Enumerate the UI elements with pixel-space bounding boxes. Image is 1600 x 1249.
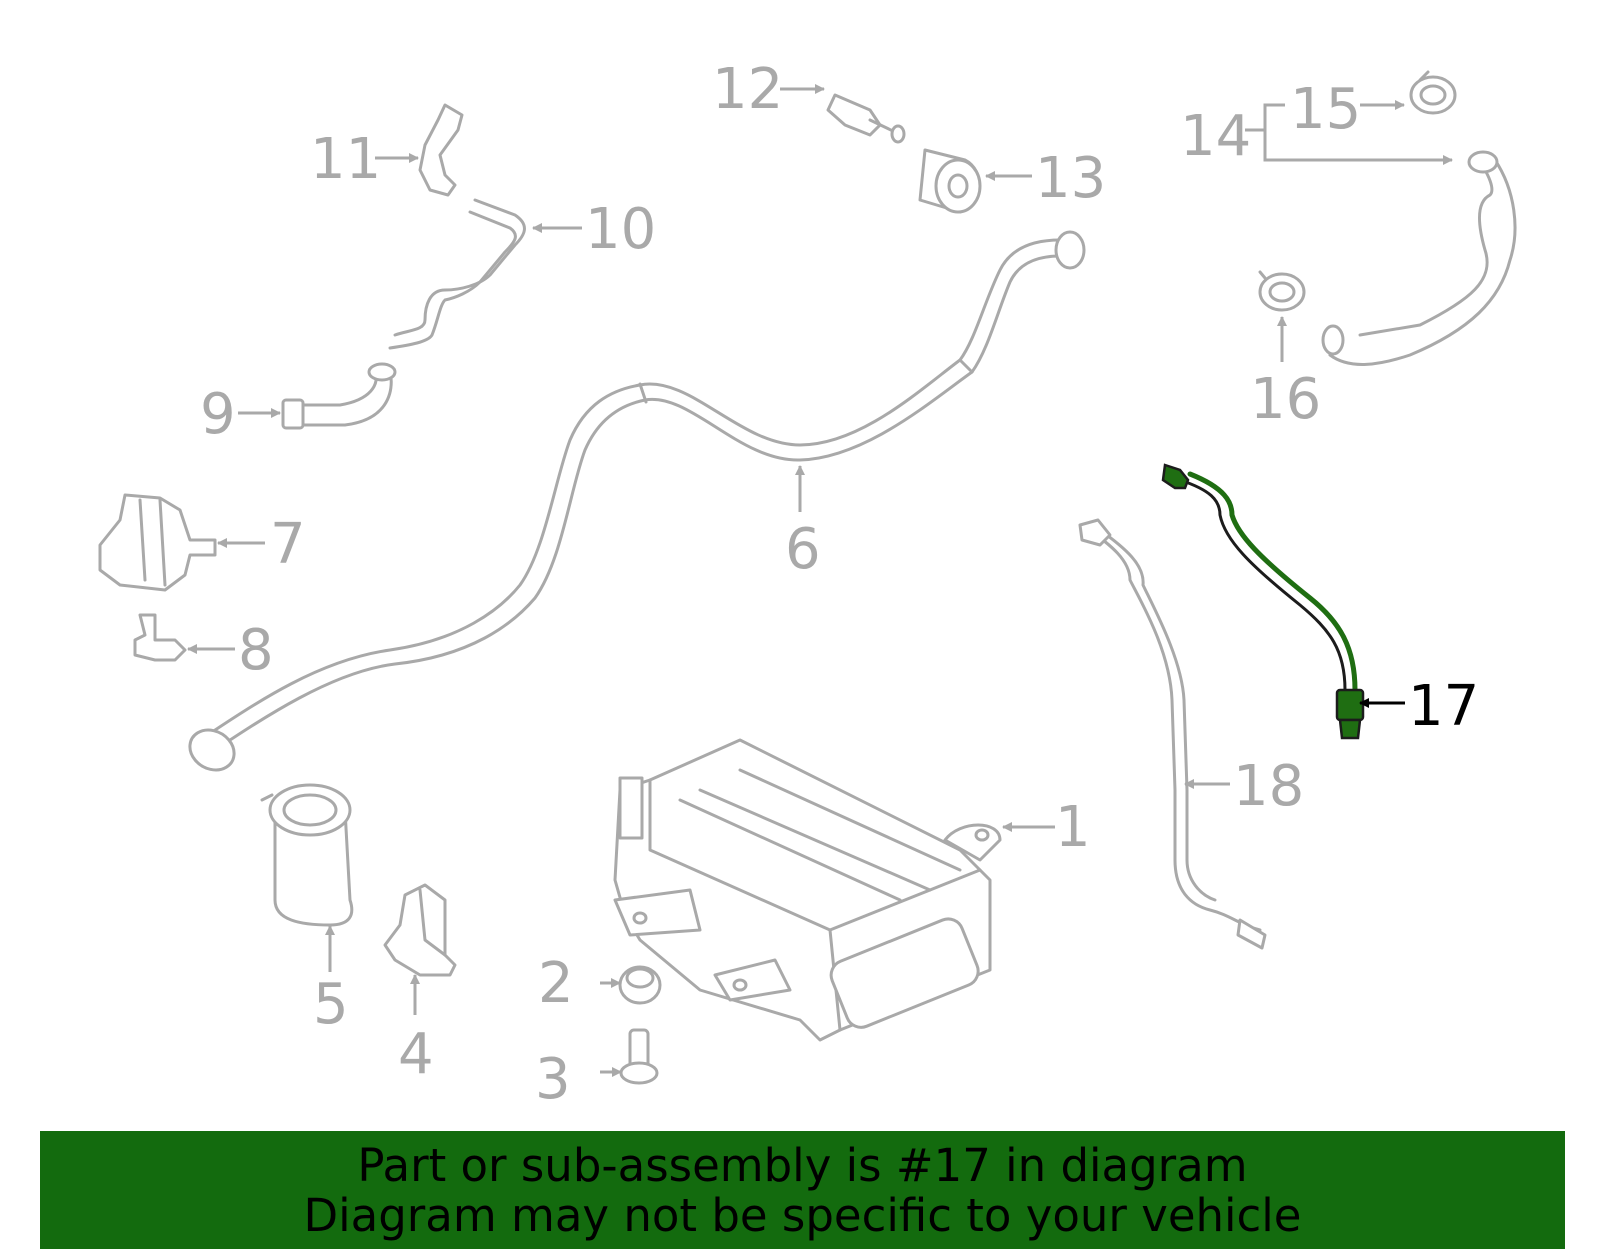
callout-3: 3: [535, 1047, 571, 1112]
part-12-connector[interactable]: [826, 93, 906, 144]
callout-6: 6: [785, 517, 821, 582]
part-17-oxygen-sensor[interactable]: [1161, 463, 1365, 740]
callout-12: 12: [712, 57, 783, 122]
part-7-valve[interactable]: [98, 493, 217, 592]
callout-14: 14: [1180, 104, 1251, 169]
part-5-filter[interactable]: [260, 783, 354, 927]
callout-1: 1: [1055, 795, 1091, 860]
banner-line-part-number: Part or sub-assembly is #17 in diagram: [357, 1139, 1248, 1192]
part-8-clip[interactable]: [133, 613, 187, 662]
part-16-clamp[interactable]: [1258, 270, 1306, 312]
part-10-small-hose[interactable]: [388, 198, 526, 350]
callout-15: 15: [1290, 77, 1361, 142]
callout-8: 8: [238, 618, 274, 683]
callout-2: 2: [538, 951, 574, 1016]
part-13-bushing[interactable]: [918, 148, 982, 214]
callout-11: 11: [310, 127, 381, 192]
part-18-oxygen-sensor[interactable]: [1078, 518, 1267, 950]
banner-line-disclaimer: Diagram may not be specific to your vehi…: [303, 1189, 1302, 1242]
part-4-bracket[interactable]: [383, 883, 457, 977]
callout-7: 7: [270, 512, 306, 577]
part-1-canister[interactable]: [613, 738, 1002, 1042]
callout-arrows: [187, 84, 1452, 1077]
part-3-bolt[interactable]: [619, 1028, 659, 1085]
part-11-hose-fitting[interactable]: [418, 103, 464, 197]
callout-4: 4: [398, 1022, 434, 1087]
part-9-hose-elbow[interactable]: [281, 362, 397, 430]
callout-labels: 1 2 3 4 5 6 7 8 9 10 11 12 13 14 15 16 1…: [200, 57, 1479, 1112]
part-2-grommet[interactable]: [618, 965, 662, 1005]
callout-13: 13: [1035, 146, 1106, 211]
info-banner: Part or sub-assembly is #17 in diagram D…: [40, 1131, 1565, 1249]
part-6-long-hose[interactable]: [188, 230, 1086, 772]
callout-17: 17: [1408, 674, 1479, 739]
callout-5: 5: [313, 972, 349, 1037]
part-15-clamp[interactable]: [1409, 70, 1457, 115]
callout-16: 16: [1250, 367, 1321, 432]
callout-9: 9: [200, 382, 236, 447]
callout-18: 18: [1233, 754, 1304, 819]
callout-10: 10: [585, 197, 656, 262]
part-14-hose-assembly[interactable]: [1321, 150, 1517, 366]
